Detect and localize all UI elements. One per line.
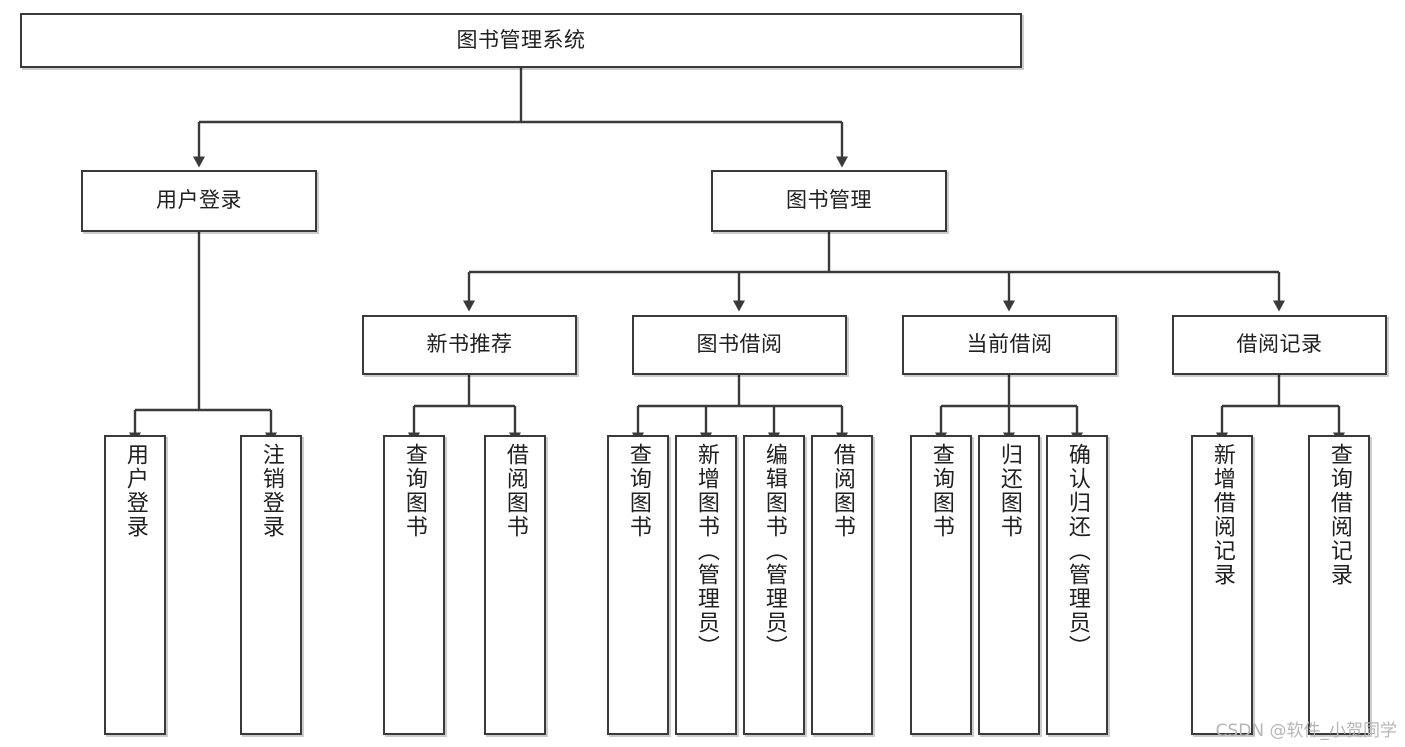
leaf-record-add-label: 新增借阅记录 bbox=[1209, 443, 1235, 587]
node-book-borrow-label: 图书借阅 bbox=[696, 332, 783, 357]
leaf-current-return[interactable]: 归还图书 bbox=[978, 435, 1040, 735]
node-book-management[interactable]: 图书管理 bbox=[711, 170, 947, 232]
leaf-current-query[interactable]: 查询图书 bbox=[910, 435, 972, 735]
leaf-borrow-query[interactable]: 查询图书 bbox=[607, 435, 669, 735]
leaf-borrow-edit-book-label: 编辑图书（管理员） bbox=[761, 443, 787, 659]
leaf-user-logout[interactable]: 注销登录 bbox=[240, 435, 302, 735]
leaf-borrow-add-book[interactable]: 新增图书（管理员） bbox=[675, 435, 737, 735]
node-borrow-record[interactable]: 借阅记录 bbox=[1172, 315, 1387, 375]
node-new-book-recommend-label: 新书推荐 bbox=[426, 332, 513, 357]
leaf-current-return-label: 归还图书 bbox=[996, 443, 1022, 539]
leaf-newbook-borrow[interactable]: 借阅图书 bbox=[484, 435, 546, 735]
node-current-borrow[interactable]: 当前借阅 bbox=[902, 315, 1117, 375]
node-root[interactable]: 图书管理系统 bbox=[20, 13, 1022, 68]
leaf-user-login-label: 用户登录 bbox=[122, 443, 148, 539]
leaf-newbook-query-label: 查询图书 bbox=[401, 443, 427, 539]
node-user-login[interactable]: 用户登录 bbox=[81, 170, 317, 232]
leaf-current-confirm-return-label: 确认归还（管理员） bbox=[1064, 443, 1090, 659]
leaf-user-logout-label: 注销登录 bbox=[258, 443, 284, 539]
leaf-borrow-edit-book[interactable]: 编辑图书（管理员） bbox=[743, 435, 805, 735]
leaf-borrow-borrow-book-label: 借阅图书 bbox=[829, 443, 855, 539]
node-new-book-recommend[interactable]: 新书推荐 bbox=[362, 315, 577, 375]
node-current-borrow-label: 当前借阅 bbox=[966, 332, 1053, 357]
leaf-newbook-query[interactable]: 查询图书 bbox=[383, 435, 445, 735]
leaf-record-query[interactable]: 查询借阅记录 bbox=[1308, 435, 1370, 735]
node-root-label: 图书管理系统 bbox=[456, 27, 586, 52]
node-user-login-label: 用户登录 bbox=[156, 188, 242, 213]
node-book-borrow[interactable]: 图书借阅 bbox=[632, 315, 847, 375]
node-book-management-label: 图书管理 bbox=[786, 188, 872, 213]
node-borrow-record-label: 借阅记录 bbox=[1236, 332, 1323, 357]
leaf-current-confirm-return[interactable]: 确认归还（管理员） bbox=[1046, 435, 1108, 735]
watermark: CSDN @软件_小贺同学 bbox=[1215, 721, 1397, 741]
leaf-borrow-query-label: 查询图书 bbox=[625, 443, 651, 539]
leaf-borrow-borrow-book[interactable]: 借阅图书 bbox=[811, 435, 873, 735]
leaf-record-add[interactable]: 新增借阅记录 bbox=[1191, 435, 1253, 735]
leaf-current-query-label: 查询图书 bbox=[928, 443, 954, 539]
leaf-newbook-borrow-label: 借阅图书 bbox=[502, 443, 528, 539]
leaf-borrow-add-book-label: 新增图书（管理员） bbox=[693, 443, 719, 659]
leaf-user-login[interactable]: 用户登录 bbox=[104, 435, 166, 735]
leaf-record-query-label: 查询借阅记录 bbox=[1326, 443, 1352, 587]
